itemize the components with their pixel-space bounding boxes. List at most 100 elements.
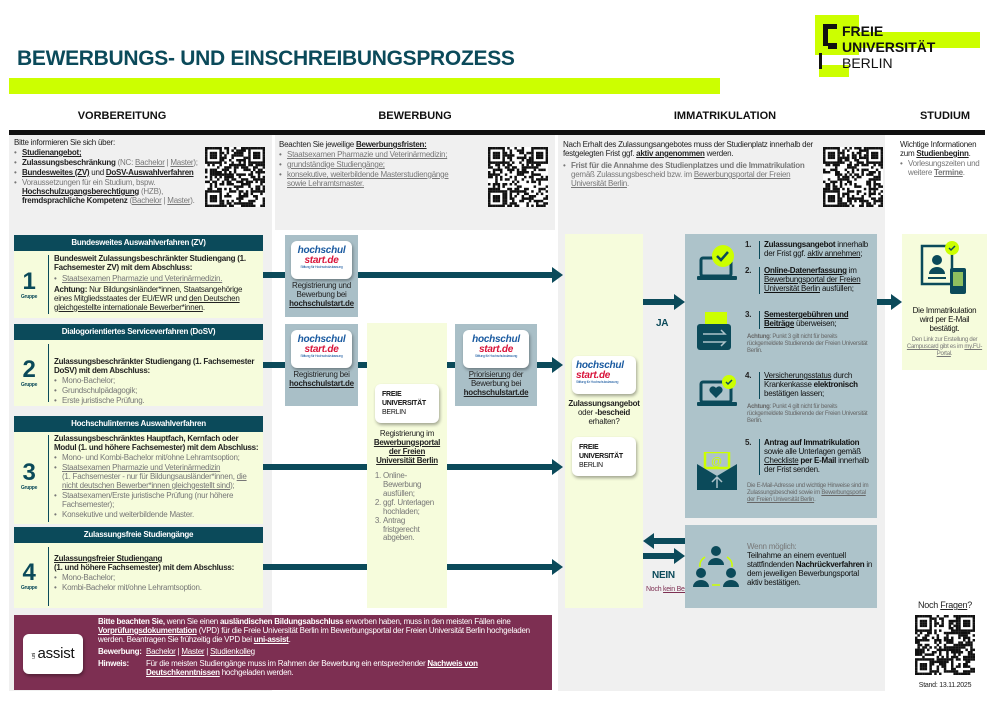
title-accent-bar [9, 78, 720, 94]
link-fragen[interactable]: Fragen [940, 600, 968, 610]
divider [9, 130, 985, 135]
link-hochschulstart[interactable]: hochschulstart.de [463, 387, 529, 397]
text: Die Immatrikulation wird per E-Mail best… [912, 306, 977, 333]
arrow-right [447, 459, 563, 475]
link-vpd[interactable]: Vorprüfungsdokumentation [98, 625, 197, 635]
nachrueckverfahren-box: Wenn möglich: Teilnahme an einem eventue… [685, 525, 877, 608]
link-staatsexamen[interactable]: Staatsexamen Pharmazie und Veterinärmedi… [62, 273, 223, 283]
logo-text: start.de [304, 344, 339, 355]
group-label: Gruppe [20, 382, 38, 388]
logo-line-3: BERLIN [842, 55, 893, 71]
qr-code-fragen[interactable] [915, 615, 975, 675]
arrow-right [358, 267, 563, 283]
link-zulassungsfrei[interactable]: Zulassungsfreier Studiengang [54, 554, 163, 563]
text: sowie alle Unterlagen gemäß [764, 446, 861, 456]
group-2-header: Dialogorientiertes Serviceverfahren (DoS… [14, 324, 263, 340]
text: erworben haben, muss in den meisten Fäll… [343, 617, 511, 626]
link-gleichgestellte[interactable]: den Deutschen gleichgestellte internatio… [54, 293, 240, 312]
link-aktiv-annehmen[interactable]: aktiv annehmen [807, 248, 861, 258]
link-bewerbungsfristen[interactable]: Bewerbungsfristen: [355, 140, 427, 149]
qr-code-bewerbung[interactable] [488, 147, 548, 207]
link-zv[interactable]: Bundesweites (ZV) [22, 167, 90, 177]
link-priorisierung[interactable]: Priorisierung [468, 370, 511, 379]
link-studienbeginn[interactable]: Studienbeginn [916, 148, 969, 158]
step-number: 4. [745, 371, 752, 380]
link-nc-bachelor[interactable]: Bachelor [135, 157, 165, 167]
text: innerhalb der Frist ggf. [764, 240, 868, 258]
link-online-datenerfassung[interactable]: Online-Datenerfassung [764, 266, 847, 275]
list-item: Kombi-Bachelor mit/ohne Lehramtsoption. [54, 583, 259, 593]
arrow-connector [358, 362, 367, 368]
link-uni-assist[interactable]: uni-assist [253, 634, 289, 644]
logo-text: FREIE [579, 444, 599, 451]
link-kein-bescheid[interactable]: kein Bescheid [663, 586, 704, 593]
link-bewerbungsportal[interactable]: Bewerbungsportal der Freien Universität … [571, 169, 791, 188]
arrow-connector [263, 362, 285, 368]
link-sprache-bachelor[interactable]: Bachelor [131, 195, 162, 205]
link-my-fu-portal[interactable]: my.FU-Portal [936, 343, 983, 357]
link-hzb[interactable]: Hochschulzugangsberechtigung [22, 186, 140, 196]
link-bachelor[interactable]: Bachelor [146, 646, 176, 656]
link-semestergebuehren[interactable]: Semestergebühren und Beiträge [764, 310, 849, 328]
link-studienkolleg[interactable]: Studienkolleg [210, 646, 255, 656]
logo-text: BERLIN [382, 409, 406, 416]
link-versicherungsstatus[interactable]: Versicherungsstatus [764, 371, 832, 380]
link-bewerbungsportal[interactable]: Bewerbungsportal der Freien Universität … [764, 274, 861, 293]
link-aktiv-angenommen[interactable]: aktiv angenommen [636, 148, 705, 158]
link-frist-grundstaendig[interactable]: grundständige Studiengänge; [287, 159, 385, 169]
link-hochschulstart[interactable]: hochschulstart.de [289, 298, 354, 308]
text: Voraussetzungen für ein Studium, bspw. [22, 177, 156, 187]
group-title: Zulassungsbeschränktes Hauptfach, Kernfa… [54, 434, 259, 452]
group-number: 1 [22, 268, 36, 295]
link-staatsexamen[interactable]: Staatsexamen Pharmazie und Veterinärmedi… [62, 462, 221, 472]
text: ausfüllen; [819, 283, 854, 293]
step-number: 5. [745, 438, 752, 447]
link-studienangebot[interactable]: Studienangebot; [22, 147, 82, 157]
link-deutschkenntnisse[interactable]: Nachweis von Deutschkenntnissen [146, 658, 478, 677]
link-campuscard[interactable]: Campuscard [906, 343, 939, 350]
info-vorbereitung: Bitte informieren Sie sich über: Studien… [14, 138, 204, 206]
info-intro: Bitte informieren Sie sich über: [14, 138, 115, 147]
studium-box: Die Immatrikulation wird per E-Mail best… [902, 234, 987, 370]
text: Den Link zur Erstellung der [911, 336, 978, 343]
link-bewerbungsportal[interactable]: Bewerbungsportal der Freien Universität … [373, 437, 441, 465]
text: Zulassungsbeschränkung [22, 157, 116, 167]
logo-text: start.de [576, 370, 611, 381]
text: hochgeladen werden. [219, 667, 294, 677]
link-frist-staatsexamen[interactable]: Staatsexamen Pharmazie und Veterinärmedi… [287, 149, 448, 159]
logo-text: hochschul [297, 245, 346, 256]
logo-text: uni [30, 652, 37, 659]
text: | [175, 646, 182, 656]
fu-logo: FREIE UNIVERSITÄT BERLIN [815, 15, 980, 77]
link-dosv[interactable]: DoSV-Auswahlverfahren [105, 167, 194, 177]
link-hochschulstart[interactable]: hochschulstart.de [289, 378, 354, 388]
qr-code-vorbereitung[interactable] [205, 147, 265, 207]
link-sprache-master[interactable]: Master [167, 195, 191, 205]
text: werden. [704, 148, 734, 158]
group-number: 4 [22, 559, 36, 586]
list-item: Antrag fristgerecht abgeben. [383, 516, 443, 544]
logo-text: FREIE [382, 391, 402, 398]
list-item: Mono-Bachelor; [54, 573, 259, 583]
arrow-to-studium [877, 294, 902, 310]
link-frist-master[interactable]: konsekutive, weiterbildende Masterstudie… [287, 169, 449, 188]
link-bewerbungsportal[interactable]: Bewerbungsportal der Freien Universität … [747, 489, 866, 503]
link-checkliste[interactable]: Checkliste [764, 455, 799, 465]
link-nc-master[interactable]: Master [170, 157, 194, 167]
link-nicht-gleichgestellt[interactable]: die nicht deutschen Bewerber*innen gleic… [62, 471, 247, 490]
text: | [164, 157, 171, 167]
link-master[interactable]: Master [181, 646, 205, 656]
text: Bewerbung: [98, 646, 142, 656]
qr-code-immatrikulation[interactable] [823, 147, 883, 207]
text: elektronisch [813, 379, 858, 389]
text: . [962, 167, 965, 177]
link-termine[interactable]: Termine [934, 167, 963, 177]
text: Nachrückverfahren [795, 559, 865, 569]
text: oder [577, 407, 595, 417]
